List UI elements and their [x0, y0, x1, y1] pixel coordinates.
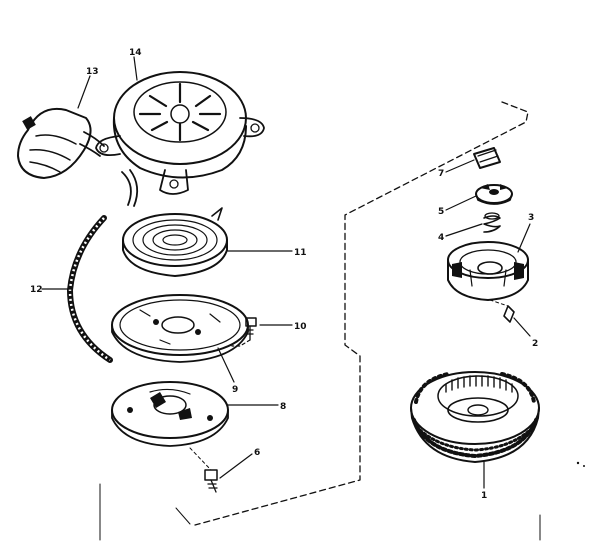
- part-7-pawl-clip: [473, 147, 501, 169]
- part-5-retainer: [475, 184, 513, 205]
- callout-10: 10: [294, 322, 307, 332]
- callout-5: 5: [438, 207, 444, 217]
- part-12-starter-rope: [67, 215, 113, 363]
- callout-1: 1: [481, 491, 487, 501]
- part-3-starter-cup: [447, 241, 529, 301]
- callout-12: 12: [30, 285, 43, 295]
- callout-9: 9: [232, 385, 238, 395]
- leader-lines-right: [445, 159, 541, 541]
- callout-11: 11: [294, 248, 307, 258]
- part-9-pulley-plate: [111, 294, 249, 363]
- dashed-assembly-outline: [194, 101, 529, 526]
- scan-specks: [576, 461, 585, 467]
- part-13-starter-handle: [17, 108, 105, 179]
- callout-6: 6: [254, 448, 260, 458]
- callout-8: 8: [280, 402, 286, 412]
- callout-4: 4: [438, 233, 444, 243]
- part-1-flywheel-screen: [410, 371, 540, 463]
- leader-lines-left: [41, 56, 293, 541]
- part-8-drive-plate: [111, 381, 229, 447]
- callout-13: 13: [86, 67, 99, 77]
- part-2-screw: [489, 299, 515, 323]
- part-10-screw: [231, 317, 257, 347]
- part-11-recoil-spring: [122, 207, 228, 277]
- part-4-spring: [483, 212, 501, 233]
- callout-7: 7: [438, 169, 444, 179]
- callout-3: 3: [528, 213, 534, 223]
- part-6-screw: [189, 447, 218, 493]
- callout-2: 2: [532, 339, 538, 349]
- part-14-starter-housing: [95, 71, 265, 207]
- callout-labels: 14 13 11 12 10 9 8 6 7 5 4 3 2 1: [30, 48, 538, 501]
- callout-14: 14: [129, 48, 142, 58]
